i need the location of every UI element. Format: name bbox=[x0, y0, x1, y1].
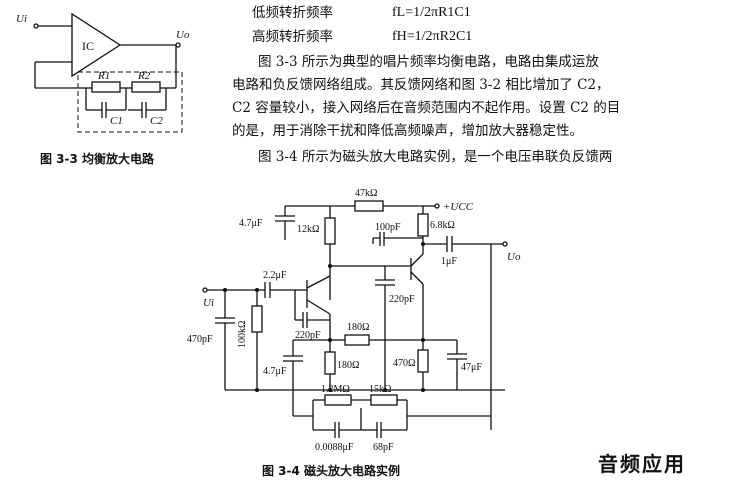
fig34-c0008: 0.0088μF bbox=[315, 442, 354, 453]
fig34-r15k: 15kΩ bbox=[369, 384, 391, 395]
fig33-c2-label: C2 bbox=[150, 115, 163, 127]
fig34-c22u: 2.2μF bbox=[263, 270, 287, 281]
paragraph-2-line-1: 图 3-4 所示为磁头放大电路实例，是一个电压串联负反馈两 bbox=[258, 149, 613, 165]
fig34-c68p: 68pF bbox=[373, 442, 394, 453]
fig34-r12k: 12kΩ bbox=[297, 224, 319, 235]
formula-low-label: 低频转折频率 bbox=[252, 5, 333, 21]
fig34-uo: Uo bbox=[507, 251, 521, 263]
fig33-c1-label: C1 bbox=[110, 115, 123, 127]
fig34-caption: 图 3-4 磁头放大电路实例 bbox=[262, 464, 401, 478]
paragraph-1-line-3: C2 容量较小，接入网络后在音频范围内不起作用。设置 C2 的目 bbox=[232, 100, 621, 116]
fig34-c220p-a: 220pF bbox=[295, 330, 321, 341]
fig34-c470p: 470pF bbox=[187, 334, 213, 345]
fig34-r100k: 100kΩ bbox=[237, 321, 248, 348]
fig34-c47u-top: 4.7μF bbox=[239, 218, 263, 229]
fig33-r2-label: R2 bbox=[137, 70, 151, 82]
paragraph-1-line-4: 的是，用于消除干扰和降低高频噪声，增加放大器稳定性。 bbox=[232, 123, 583, 139]
fig34-c47u-b: 4.7μF bbox=[263, 366, 287, 377]
formula-high-label: 高频转折频率 bbox=[252, 29, 333, 45]
fig34-r470: 470Ω bbox=[393, 358, 415, 369]
paragraph-1-line-2: 电路和负反馈网络组成。其反馈网络和图 3-2 相比增加了 C2， bbox=[232, 77, 610, 93]
fig34-c100p: 100pF bbox=[375, 222, 401, 233]
fig33-uo-label: Uo bbox=[176, 29, 190, 41]
fig34-r68k: 6.8kΩ bbox=[430, 220, 455, 231]
section-brand: 音频应用 bbox=[598, 452, 686, 476]
fig34-c1u: 1μF bbox=[441, 256, 457, 267]
fig34-r12m: 1.2MΩ bbox=[321, 384, 350, 395]
figure-3-4-circuit: 47kΩ +UCC 4.7μF 12kΩ 6.8kΩ 100pF 1μF Uo … bbox=[187, 188, 521, 453]
formula-high-expr: fH=1/2πR2C1 bbox=[392, 29, 473, 44]
fig33-ic-label: IC bbox=[82, 39, 94, 53]
fig33-caption: 图 3-3 均衡放大电路 bbox=[40, 152, 155, 166]
fig34-r47k: 47kΩ bbox=[355, 188, 377, 199]
formula-low-expr: fL=1/2πR1C1 bbox=[392, 5, 471, 20]
fig33-ui-label: Ui bbox=[16, 13, 27, 25]
fig34-ui: Ui bbox=[203, 297, 214, 309]
fig34-r180-b: 180Ω bbox=[337, 360, 359, 371]
fig34-ucc: +UCC bbox=[443, 201, 474, 213]
fig34-c47u-r: 47μF bbox=[461, 362, 482, 373]
fig34-c220p-b: 220pF bbox=[389, 294, 415, 305]
fig33-r1-label: R1 bbox=[97, 70, 110, 82]
paragraph-1-line-1: 图 3-3 所示为典型的唱片频率均衡电路，电路由集成运放 bbox=[258, 54, 599, 70]
figure-3-3-circuit: Ui Uo IC R1 R2 C1 C2 bbox=[16, 12, 190, 133]
fig34-r180-a: 180Ω bbox=[347, 322, 369, 333]
